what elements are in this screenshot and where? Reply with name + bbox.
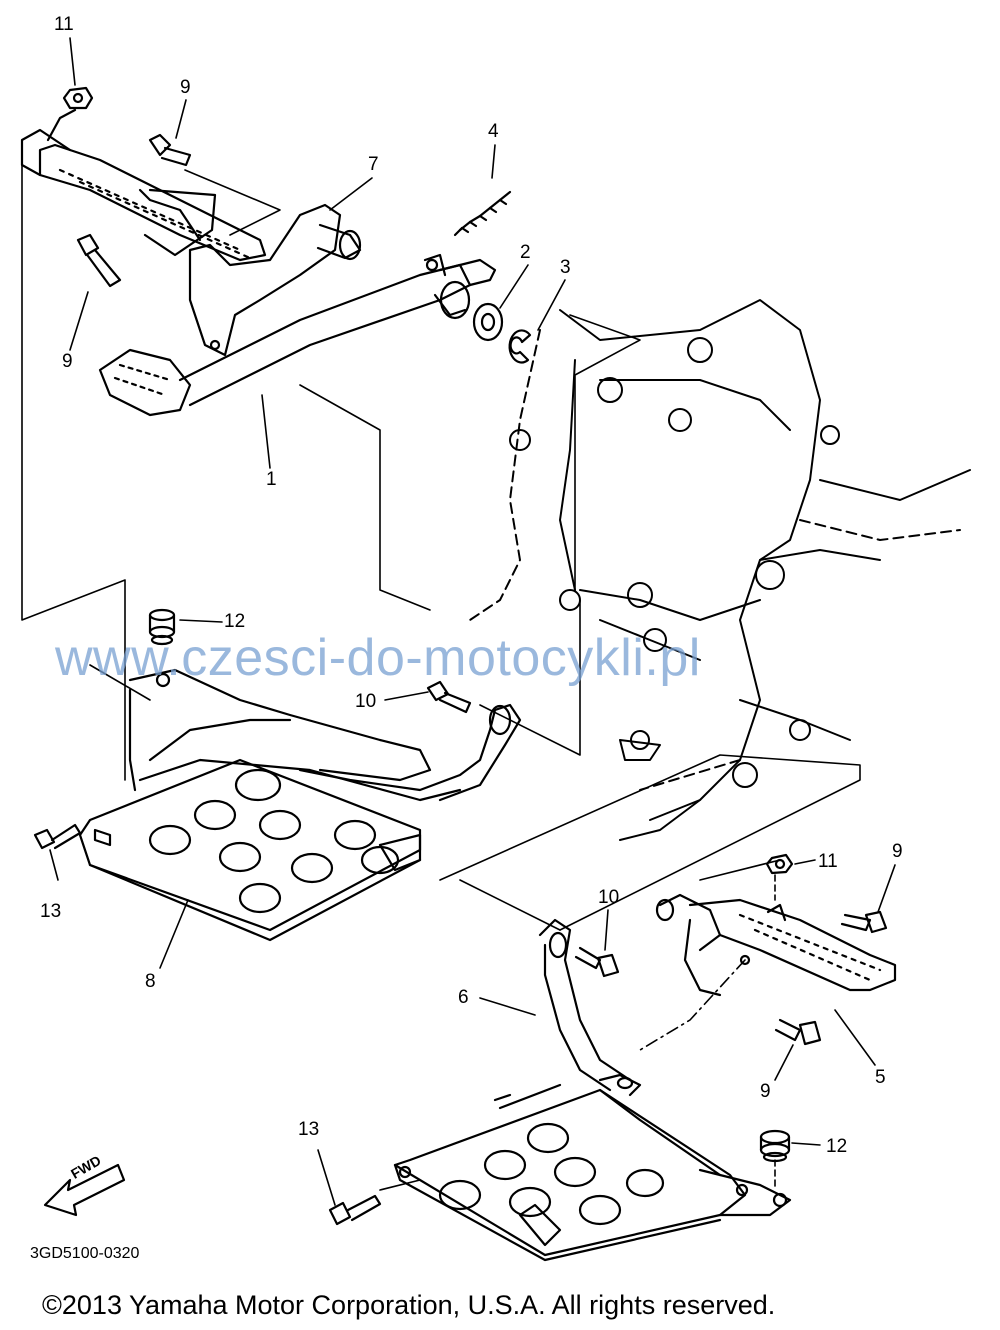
bolt-9-right-upper — [840, 910, 888, 934]
bolt-10-upper — [426, 680, 472, 714]
motorcycle-frame — [469, 299, 971, 841]
label-9-right-upper: 9 — [892, 841, 903, 862]
spring-4 — [453, 190, 512, 237]
nut-11-top — [46, 86, 94, 142]
label-12-upper: 12 — [224, 611, 246, 632]
label-2: 2 — [520, 242, 531, 263]
label-1: 1 — [266, 469, 277, 490]
fwd-arrow-icon — [43, 1163, 126, 1217]
footpeg-plate-6 — [393, 1083, 792, 1262]
label-7: 7 — [368, 154, 379, 175]
bolt-9-left — [76, 233, 122, 288]
label-6: 6 — [458, 987, 469, 1008]
bolt-13-lower — [328, 1194, 382, 1226]
label-11-top: 11 — [54, 14, 74, 35]
copyright-notice: ©2013 Yamaha Motor Corporation, U.S.A. A… — [42, 1290, 776, 1320]
label-13-left: 13 — [40, 901, 62, 922]
bolt-9-upper — [148, 133, 192, 167]
label-9-left: 9 — [62, 351, 73, 372]
watermark: www.czesci-do-motocykli.pl — [55, 629, 701, 687]
grommet-12-lower — [759, 1129, 791, 1163]
label-4: 4 — [488, 121, 499, 142]
clip-3 — [508, 329, 532, 364]
label-13-lower: 13 — [298, 1119, 320, 1140]
nut-11-right — [765, 853, 794, 875]
diagram-code: 3GD5100-0320 — [30, 1245, 140, 1262]
label-9-right-lower: 9 — [760, 1081, 771, 1102]
label-10-upper: 10 — [355, 691, 377, 712]
brake-pedal-1 — [98, 253, 497, 417]
label-5: 5 — [875, 1067, 886, 1088]
label-leaders — [49, 37, 896, 1206]
label-3: 3 — [560, 257, 571, 278]
washer-2 — [472, 302, 504, 342]
bolt-9-right-lower — [774, 1018, 822, 1046]
footpeg-stay-6 — [538, 918, 642, 1097]
bolt-10-lower — [574, 946, 620, 978]
label-11-right: 11 — [818, 851, 838, 872]
label-8: 8 — [145, 971, 156, 992]
label-9-upper: 9 — [180, 77, 191, 98]
bolt-13-left — [33, 823, 82, 850]
footpeg-left-upper — [20, 128, 267, 262]
label-12-lower: 12 — [826, 1136, 848, 1157]
footpeg-plate-8 — [78, 668, 522, 942]
footpeg-right-5 — [655, 893, 897, 997]
label-10-lower: 10 — [598, 887, 620, 908]
leader-lines — [21, 164, 861, 1191]
bracket-7 — [188, 203, 362, 357]
grommet-12-upper — [148, 608, 176, 646]
